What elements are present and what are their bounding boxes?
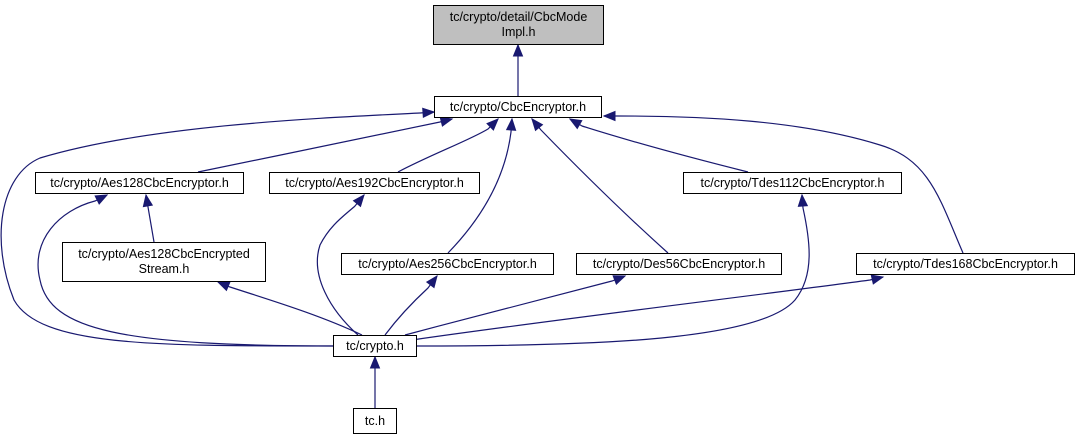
node-label-line: tc/crypto.h [346, 338, 404, 353]
node-cbcmodeimpl: tc/crypto/detail/CbcMode Impl.h [433, 5, 604, 45]
edge-line [37, 194, 341, 347]
node-label-line: Stream.h [138, 262, 190, 276]
arrowhead [612, 275, 627, 286]
edge-line [569, 118, 749, 173]
edge-crypto-to-aes128stream [216, 281, 363, 336]
node-cbcencryptor[interactable]: tc/crypto/CbcEncryptor.h [434, 96, 602, 118]
edge-line [316, 194, 365, 336]
arrowhead [870, 274, 885, 285]
arrowhead [216, 281, 231, 292]
edge-tdes112-to-cbcencryptor [568, 118, 749, 173]
edge-aes192-to-cbcencryptor [397, 118, 499, 173]
node-label-line: Impl.h [501, 25, 536, 39]
node-label-line: tc/crypto/Aes192CbcEncryptor.h [285, 175, 464, 190]
node-label-line: tc/crypto/Aes128CbcEncrypted [78, 247, 250, 261]
node-label-line: tc/crypto/Tdes168CbcEncryptor.h [873, 256, 1058, 271]
node-aes192cbcencryptor[interactable]: tc/crypto/Aes192CbcEncryptor.h [269, 172, 480, 194]
arrowhead [425, 274, 438, 289]
node-label-line: tc/crypto/Aes128CbcEncryptor.h [50, 175, 229, 190]
node-tdes112cbcencryptor[interactable]: tc/crypto/Tdes112CbcEncryptor.h [683, 172, 902, 194]
node-tc[interactable]: tc.h [353, 408, 397, 434]
arrowhead [422, 107, 436, 119]
edge-crypto-to-des56 [404, 275, 627, 336]
edge-line [411, 276, 884, 341]
arrowhead [602, 110, 616, 122]
edge-aes128-to-cbcencryptor [197, 116, 454, 173]
arrowhead [568, 118, 583, 130]
edge-des56-to-cbcencryptor [531, 117, 669, 254]
arrowhead [486, 118, 499, 131]
edge-crypto-to-tdes112 [416, 193, 810, 347]
arrowhead [505, 117, 517, 131]
arrowhead [797, 193, 809, 207]
edge-aes256-to-cbcencryptor [447, 117, 517, 254]
node-aes128cbcencryptedstream[interactable]: tc/crypto/Aes128CbcEncrypted Stream.h [62, 242, 266, 282]
edge-line [197, 118, 453, 173]
edge-line [217, 281, 363, 336]
edge-crypto-to-aes128 [37, 194, 341, 347]
node-aes256cbcencryptor[interactable]: tc/crypto/Aes256CbcEncryptor.h [341, 253, 554, 275]
edge-line [447, 118, 513, 254]
arrowhead [531, 117, 544, 132]
edge-line [0, 111, 435, 347]
edge-line [404, 275, 626, 336]
arrowhead [512, 43, 524, 57]
node-label-line: tc/crypto/Tdes112CbcEncryptor.h [700, 175, 885, 190]
edge-tdes168-to-cbcencryptor [602, 110, 964, 254]
node-tdes168cbcencryptor[interactable]: tc/crypto/Tdes168CbcEncryptor.h [856, 253, 1075, 275]
edge-line [416, 194, 810, 347]
edge-line [531, 118, 669, 254]
arrowhead [142, 193, 154, 208]
node-crypto[interactable]: tc/crypto.h [333, 335, 417, 357]
arrowhead [94, 194, 109, 205]
arrowhead [369, 355, 381, 369]
node-label-line: tc/crypto/detail/CbcMode [449, 10, 588, 24]
edge-tc-to-crypto [369, 355, 381, 408]
edge-line [604, 115, 964, 254]
edge-line [397, 118, 499, 173]
node-label-line: tc/crypto/CbcEncryptor.h [449, 99, 587, 114]
node-label-line: tc/crypto/Aes256CbcEncryptor.h [358, 256, 537, 271]
edge-crypto-to-cbcencryptor [0, 107, 436, 347]
edge-aes128stream-to-aes128 [142, 193, 155, 243]
node-aes128cbcencryptor[interactable]: tc/crypto/Aes128CbcEncryptor.h [35, 172, 244, 194]
node-des56cbcencryptor[interactable]: tc/crypto/Des56CbcEncryptor.h [576, 253, 782, 275]
arrowhead [352, 193, 365, 208]
edge-line [384, 275, 438, 336]
edge-cbcencryptor-to-cbcmodeimpl [512, 43, 524, 96]
node-label-line: tc.h [364, 413, 386, 428]
edge-crypto-to-aes256 [384, 274, 438, 336]
arrowhead [439, 116, 454, 127]
edge-crypto-to-aes192 [316, 193, 365, 336]
edge-crypto-to-tdes168 [411, 274, 885, 341]
node-label-line: tc/crypto/Des56CbcEncryptor.h [592, 256, 766, 271]
